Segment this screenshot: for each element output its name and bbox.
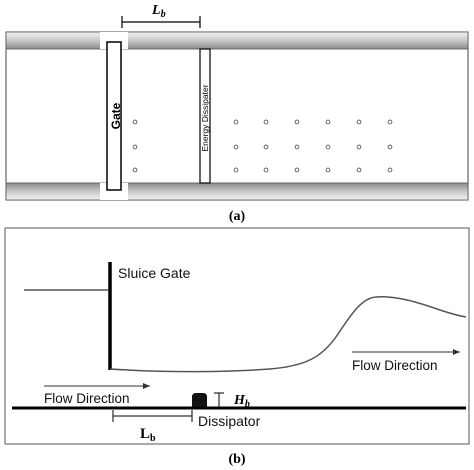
measurement-point [325,119,331,125]
measurement-point [387,144,393,150]
measurement-point [325,167,331,173]
measurement-point [263,167,269,173]
measurement-point [356,119,362,125]
measurement-point [263,119,269,125]
measurement-point [233,144,239,150]
dissipator-block [192,393,207,407]
measurement-point [132,167,138,173]
measurement-point [263,144,269,150]
measurement-point [233,119,239,125]
water-surface-profile [109,295,467,373]
flow-direction-downstream-label: Flow Direction [352,358,438,373]
lb-dimension-bottom: Lb [112,410,193,444]
measurement-points [132,119,393,173]
lb-dimension-top: Lb [121,3,201,28]
lb-label-bottom: Lb [140,426,156,444]
gate-label: Gate [109,102,123,129]
hb-dimension: Hb [214,392,250,410]
measurement-point [325,144,331,150]
channel-plan-view [5,31,469,201]
gate-plan: Gate [106,41,123,191]
measurement-point [294,144,300,150]
panel-b: Sluice Gate Flow Direction Flow Directio… [4,227,470,467]
measurement-point [356,144,362,150]
measurement-point [294,119,300,125]
energy-dissipater-label: Energy Dissipater [200,84,210,151]
panel-a: Lb Gate Energy Dissipater [5,3,469,224]
flow-direction-upstream-label: Flow Direction [44,391,130,406]
measurement-point [132,144,138,150]
energy-dissipater-plan: Energy Dissipater [199,48,211,184]
caption-b: (b) [228,452,245,467]
channel-bottom-wall [5,182,469,201]
caption-a: (a) [229,209,246,224]
dissipator-label: Dissipator [198,413,261,429]
measurement-point [233,167,239,173]
measurement-point [132,119,138,125]
measurement-point [387,167,393,173]
measurement-point [356,167,362,173]
panel-b-frame [4,227,470,445]
measurement-point [294,167,300,173]
hb-label: Hb [233,393,250,410]
sluice-gate-label: Sluice Gate [118,265,191,281]
lb-label-top: Lb [151,3,166,20]
measurement-point [387,119,393,125]
channel-top-wall [5,31,469,50]
